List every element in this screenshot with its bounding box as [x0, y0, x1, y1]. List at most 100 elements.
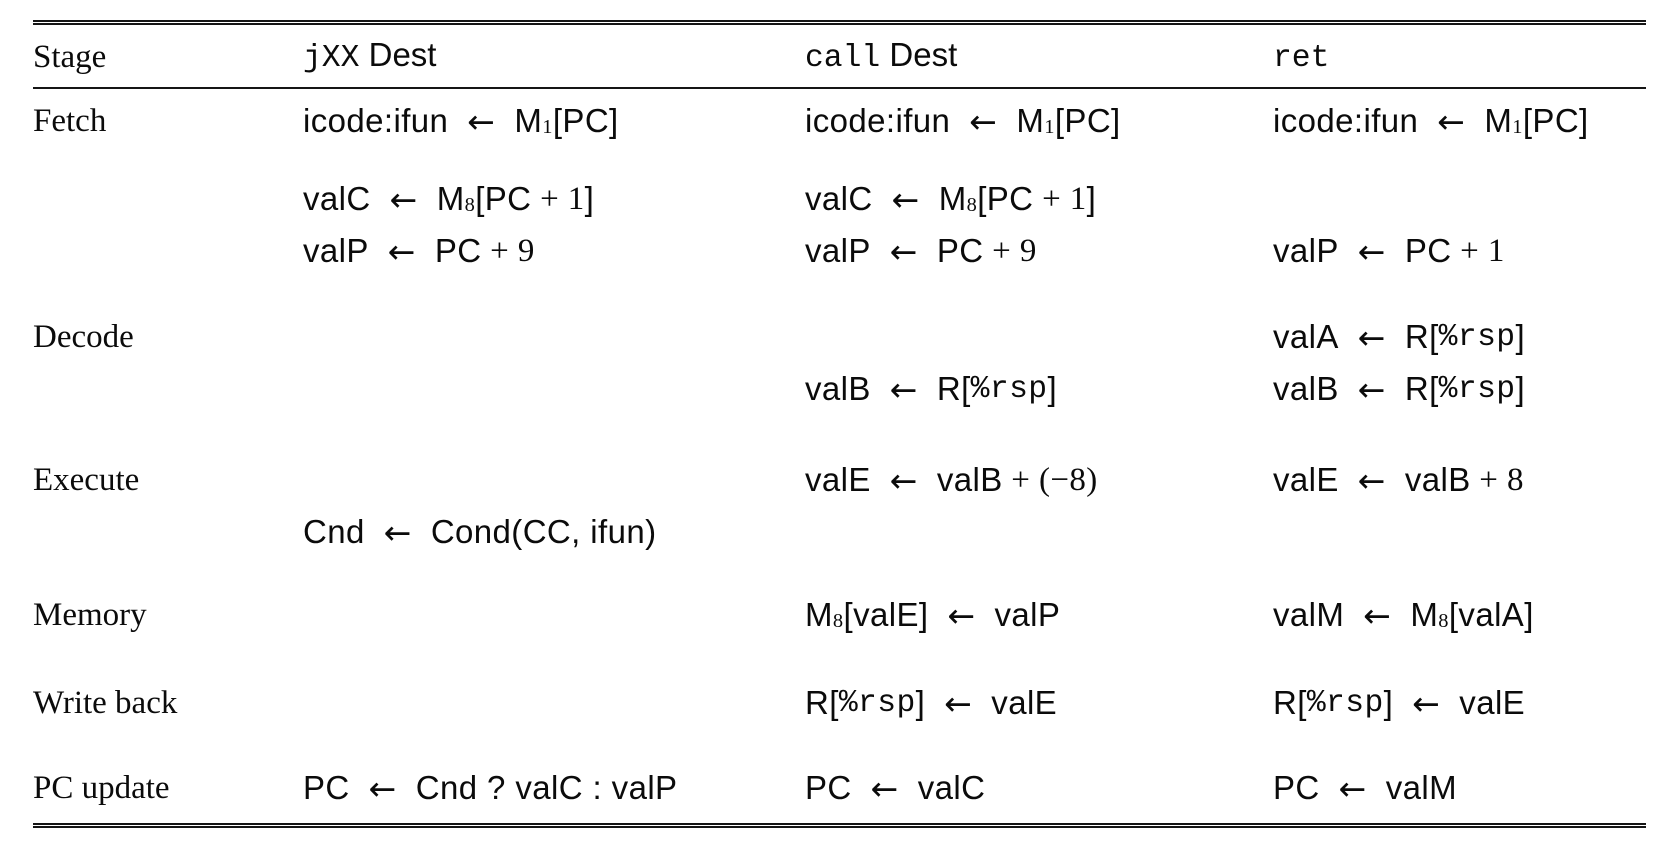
equation-line: PC←valM [1273, 762, 1674, 814]
assign-arrow-icon: ← [383, 512, 412, 552]
signal-text: valE [991, 684, 1058, 721]
signal-text: Cond(CC, ifun) [430, 513, 657, 550]
signal-text: icode:ifun [805, 102, 951, 139]
assign-arrow-icon: ← [389, 179, 418, 219]
empty-line [1273, 173, 1674, 225]
signal-text: R[ [1404, 318, 1439, 355]
typewriter-text: %rsp [1306, 685, 1384, 721]
serif-text: Stage [33, 38, 107, 75]
assign-arrow-icon: ← [387, 231, 416, 271]
stage-label: Write back [33, 684, 178, 721]
stage-label-column: PC update [33, 762, 303, 814]
signal-text: valP [1273, 232, 1339, 269]
stage-label-column: Fetch [33, 95, 303, 277]
equation-line: valE ← valB + 8 [1273, 454, 1674, 506]
byte-count-subscript: 8 [1438, 609, 1449, 632]
stage-cell-call: PC←valC [805, 762, 1273, 814]
numeric-literal: + 9 [983, 232, 1037, 269]
empty-line [805, 506, 1273, 558]
signal-text: valB [936, 461, 1003, 498]
equation-line: valB←R[%rsp] [1273, 363, 1674, 415]
signal-text: valC [805, 180, 873, 217]
byte-count-subscript: 1 [1044, 115, 1055, 138]
signal-text: M [938, 180, 967, 217]
signal-text: M [514, 102, 543, 139]
assign-arrow-icon: ← [889, 460, 918, 500]
line-gap [805, 147, 1273, 173]
typewriter-text: %rsp [1438, 319, 1516, 355]
stage-label-column: Write back [33, 677, 303, 729]
signal-text: valE [1273, 461, 1339, 498]
numeric-literal: + 1 [1033, 180, 1087, 217]
signal-text: valE [805, 461, 871, 498]
signal-text: [PC [475, 180, 532, 217]
assign-arrow-icon: ← [870, 768, 899, 808]
header-rule [33, 87, 1646, 89]
assign-arrow-icon: ← [1357, 317, 1386, 357]
stage-label-column: Decode [33, 311, 303, 415]
signal-text: valE [1459, 684, 1526, 721]
assign-arrow-icon: ← [889, 231, 918, 271]
column-header-call: call Dest [805, 36, 1273, 76]
column-header-stage: Stage [33, 37, 303, 76]
assign-arrow-icon: ← [467, 101, 496, 141]
signal-text: PC [1404, 232, 1452, 269]
numeric-literal: + 1 [1451, 232, 1505, 269]
signal-text: [PC] [1054, 102, 1121, 139]
signal-text: M [805, 596, 833, 633]
top-rule [33, 20, 1646, 25]
equation-line: R[%rsp] ← valE [805, 677, 1273, 729]
signal-text: R[ [1404, 370, 1439, 407]
signal-text: ] [1047, 370, 1058, 407]
empty-line [303, 589, 805, 641]
signal-text: [PC [977, 180, 1034, 217]
stage-cell-call: R[%rsp] ← valE [805, 677, 1273, 729]
numeric-literal: + 8 [1470, 461, 1524, 498]
signal-text: Cnd [303, 513, 365, 550]
signal-text: valM [1385, 769, 1457, 806]
line-gap [1273, 147, 1674, 173]
byte-count-subscript: 1 [1512, 115, 1523, 138]
signal-text: valC [917, 769, 986, 806]
numeric-literal: + 1 [531, 180, 585, 217]
signal-text: [PC] [552, 102, 619, 139]
typewriter-text: %rsp [970, 371, 1048, 407]
assign-arrow-icon: ← [944, 683, 973, 723]
signal-text: icode:ifun [1273, 102, 1419, 139]
stage-cell-ret: PC←valM [1273, 762, 1674, 814]
signal-text: valP [303, 232, 369, 269]
assign-arrow-icon: ← [1357, 460, 1386, 500]
equation-line: PC←valC [805, 762, 1273, 814]
signal-text: R[ [805, 684, 839, 721]
signal-text: ] [915, 684, 926, 721]
stage-cell-ret: R[%rsp]←valE [1273, 677, 1674, 729]
signal-text: ] [1383, 684, 1394, 721]
numeric-literal: + (−8) [1002, 461, 1098, 498]
assign-arrow-icon: ← [1363, 595, 1392, 635]
signal-text: PC [303, 769, 350, 806]
signal-text: M [1484, 102, 1513, 139]
stage-label: PC update [33, 769, 170, 806]
equation-line: valP←PC + 9 [805, 225, 1273, 277]
line-gap [303, 147, 805, 173]
stage-label: Execute [33, 461, 140, 498]
byte-count-subscript: 8 [464, 193, 476, 216]
typewriter-text: %rsp [838, 685, 916, 721]
stage-cell-jxx: PC←Cnd ? valC : valP [303, 762, 805, 814]
stage-cell-jxx [303, 589, 805, 641]
signal-text: valB [1404, 461, 1471, 498]
assign-arrow-icon: ← [947, 595, 976, 635]
empty-line [303, 677, 805, 729]
equation-line: PC←Cnd ? valC : valP [303, 762, 805, 814]
